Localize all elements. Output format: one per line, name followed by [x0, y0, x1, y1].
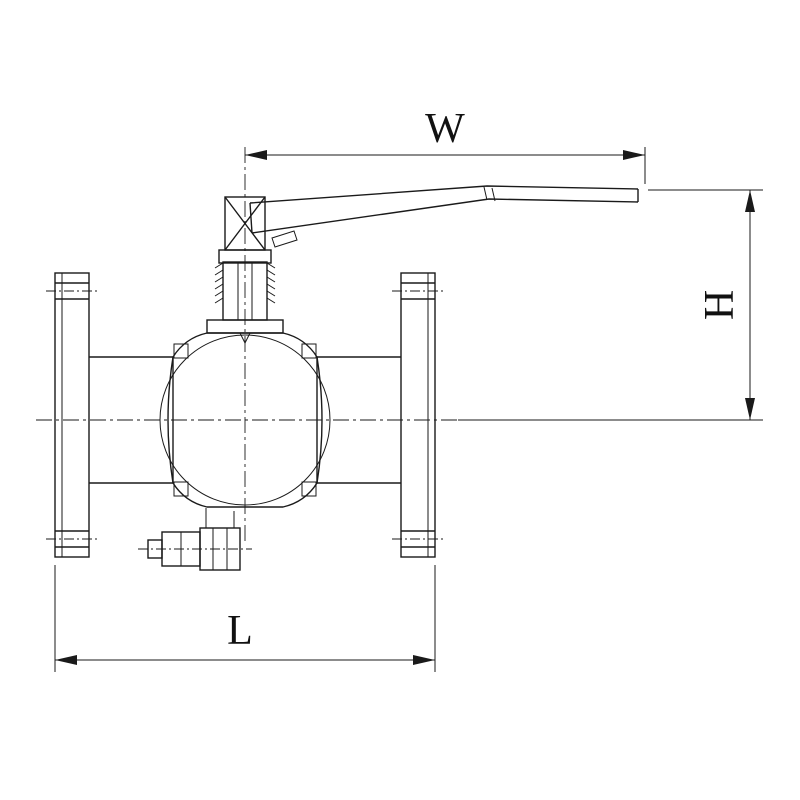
stem-tip — [239, 332, 251, 345]
dimension-h: H — [458, 189, 763, 421]
right-flange — [400, 272, 436, 558]
arrowhead — [55, 655, 77, 665]
centerlines — [36, 147, 458, 550]
stem-assembly — [206, 196, 284, 345]
seat-ring — [301, 481, 317, 497]
stem-square — [224, 196, 266, 251]
arrowhead — [623, 150, 645, 160]
flange-outline — [400, 272, 436, 558]
valve-body — [89, 332, 401, 508]
dimension-label-w: W — [425, 106, 465, 152]
dimension-label-h: H — [697, 290, 743, 320]
grip-mark — [491, 187, 496, 202]
ball — [159, 334, 331, 506]
left-flange — [54, 272, 90, 558]
arrowhead — [745, 190, 755, 212]
grip-mark — [483, 186, 488, 201]
arrowhead — [413, 655, 435, 665]
dimension-l: L — [54, 565, 436, 672]
seat-ring — [173, 481, 189, 497]
arrowhead — [245, 150, 267, 160]
arrowhead — [745, 398, 755, 420]
handle-stop — [271, 230, 298, 248]
dimension-w: W — [245, 106, 646, 184]
plug-cap — [147, 539, 163, 559]
dimension-label-l: L — [227, 608, 253, 654]
seat-ring — [173, 343, 189, 359]
valve-handle — [249, 185, 639, 248]
seat-ring — [301, 343, 317, 359]
flange-outline — [54, 272, 90, 558]
drain-plug — [147, 508, 241, 571]
ball-outline — [159, 334, 331, 506]
